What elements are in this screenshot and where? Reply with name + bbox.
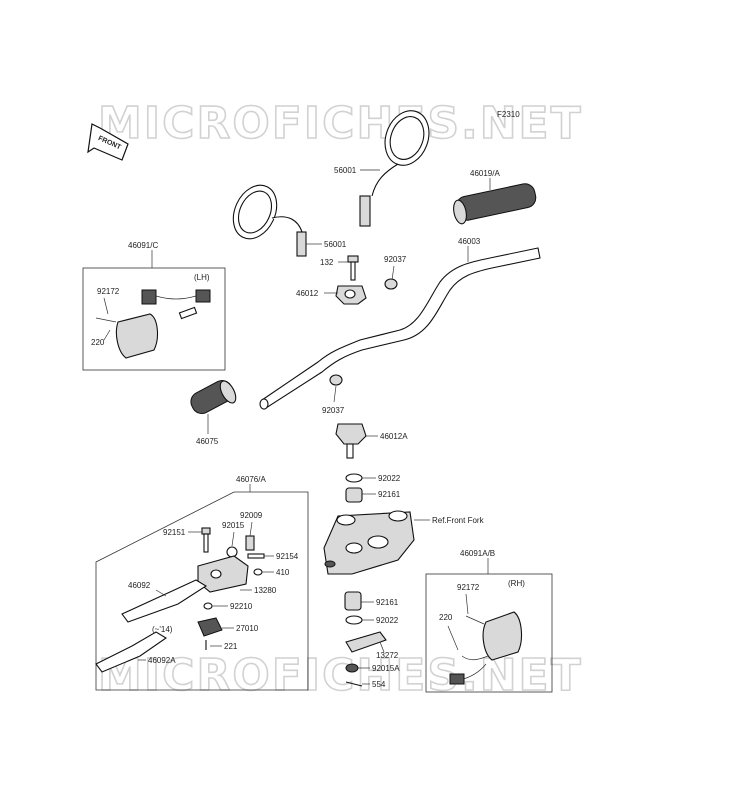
label-bolt-92151: 92151 xyxy=(163,528,186,537)
mirror-left xyxy=(232,184,307,257)
label-reference: Ref.Front Fork xyxy=(432,516,485,525)
clamp-lower xyxy=(335,423,367,459)
label-washer-92015: 92015 xyxy=(222,521,245,530)
label-screw-rh: 220 xyxy=(439,613,453,622)
label-handlebar: 46003 xyxy=(458,237,481,246)
lever-46092 xyxy=(121,579,208,623)
spring-92009 xyxy=(245,535,255,551)
grip-right xyxy=(453,183,537,225)
label-year-note: (~'14) xyxy=(152,625,173,634)
bushing-92161-top xyxy=(345,487,363,503)
label-pin: 554 xyxy=(372,680,386,689)
label-screw-221: 221 xyxy=(224,642,238,651)
cap-92037-bottom xyxy=(329,374,343,386)
label-bolt-92154: 92154 xyxy=(276,552,299,561)
bushing-92161-bottom xyxy=(344,591,362,611)
mirror-right xyxy=(359,110,430,227)
label-washer-92210: 92210 xyxy=(230,602,253,611)
switch-rh xyxy=(449,611,523,685)
label-lever-a: 46092A xyxy=(148,656,176,665)
label-mirror-right: 56001 xyxy=(334,166,357,175)
label-cap-bottom: 92037 xyxy=(322,406,345,415)
label-washer-bottom: 92022 xyxy=(376,616,399,625)
bolt-132 xyxy=(347,255,359,281)
watermark-bottom: MICROFICHES.NET xyxy=(98,650,583,701)
watermark-top: MICROFICHES.NET xyxy=(98,98,583,149)
label-screw-lh: 220 xyxy=(91,338,105,347)
nut-92015A xyxy=(345,663,359,673)
switch-27010 xyxy=(197,617,223,637)
label-clamp-lower: 46012A xyxy=(380,432,408,441)
box-lever-assy xyxy=(95,491,309,691)
label-spring: 92009 xyxy=(240,511,263,520)
label-nut-410: 410 xyxy=(276,568,290,577)
label-switch-rh: 46091A/B xyxy=(460,549,495,558)
washer-92022-top xyxy=(345,473,363,483)
washer-92022-bottom xyxy=(345,615,363,625)
front-arrow-icon: FRONT xyxy=(87,123,129,161)
label-switch-lh: 46091/C xyxy=(128,241,158,250)
label-lever: 46092 xyxy=(128,581,151,590)
pin-554 xyxy=(345,681,363,687)
handlebar xyxy=(259,247,541,410)
label-clamp-upper: 46012 xyxy=(296,289,319,298)
label-mirror-left: 56001 xyxy=(324,240,347,249)
label-rh: (RH) xyxy=(508,579,525,588)
bolt-92151 xyxy=(201,527,211,553)
cap-92037-top xyxy=(384,278,398,290)
label-bolt-lh: 92172 xyxy=(97,287,120,296)
label-bolt-rh: 92172 xyxy=(457,583,480,592)
label-lh: (LH) xyxy=(194,273,210,282)
label-cap-top: 92037 xyxy=(384,255,407,264)
nut-410 xyxy=(253,568,263,576)
grip-left xyxy=(190,379,237,415)
washer-92210 xyxy=(203,602,213,610)
washer-92015 xyxy=(226,546,238,558)
triple-clamp xyxy=(323,510,415,575)
bolt-92154 xyxy=(247,553,265,559)
label-washer-top: 92022 xyxy=(378,474,401,483)
label-bolt-132: 132 xyxy=(320,258,334,267)
plate-13272 xyxy=(345,631,387,653)
switch-lh xyxy=(115,289,211,359)
label-grip-right: 46019/A xyxy=(470,169,500,178)
label-plate: 13272 xyxy=(376,651,399,660)
label-holder: 13280 xyxy=(254,586,277,595)
label-lever-assy: 46076/A xyxy=(236,475,266,484)
lever-46092A xyxy=(95,631,168,673)
figure-code: F2310 xyxy=(497,110,520,119)
label-grip-left: 46075 xyxy=(196,437,219,446)
box-switch-lh xyxy=(82,267,226,371)
label-switch-27010: 27010 xyxy=(236,624,259,633)
label-bushing-top: 92161 xyxy=(378,490,401,499)
box-switch-rh xyxy=(425,573,553,693)
label-nut: 92015A xyxy=(372,664,400,673)
label-bushing-bottom: 92161 xyxy=(376,598,399,607)
clamp-upper xyxy=(335,285,367,305)
